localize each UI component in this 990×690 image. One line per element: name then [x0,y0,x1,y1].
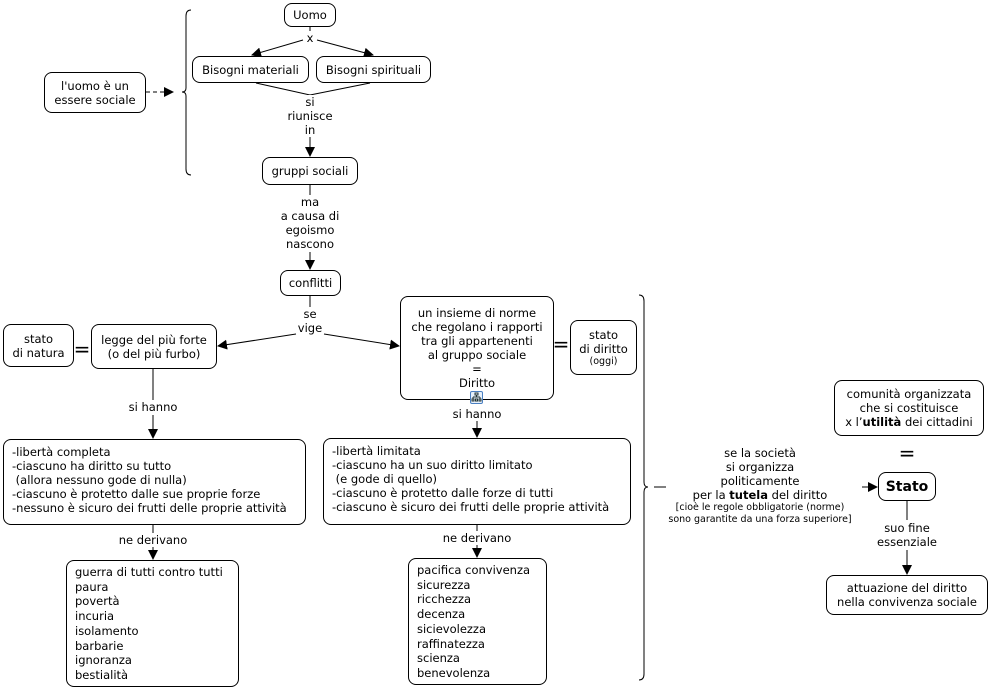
node-diritto[interactable]: un insieme di norme che regolano i rappo… [400,296,554,400]
link-label-ne-derivano: ne derivano [442,531,512,545]
node-uomo[interactable]: Uomo [284,3,336,27]
comunita-post: dei cittadini [901,415,973,429]
link-x-materiali [251,39,304,58]
link-label-ma-causa: ma a causa di egoismo nascono [280,195,340,251]
link-label-suo-fine: suo fine essenziale [877,521,937,549]
comunita-pre: comunità organizzata che si costituisce … [845,387,972,429]
link-legge [217,333,297,350]
link-label-societa: se la società si organizza politicamente… [668,446,851,526]
node-lista-diritto[interactable]: -libertà limitata -ciascuno ha un suo di… [323,438,631,525]
societa-note: [cioè le regole obbligatorie (norme) son… [668,502,852,525]
societa-bold: tutela [729,488,768,502]
node-conseguenze-natura[interactable]: guerra di tutti contro tutti paura pover… [66,560,239,687]
link-label-si-hanno: si hanno [128,400,178,414]
stato-diritto-label: stato di diritto [579,327,628,356]
node-attuazione[interactable]: attuazione del diritto nella convivenza … [826,575,988,615]
equals-sign: = [73,337,91,361]
node-conflitti[interactable]: conflitti [280,270,341,296]
societa-text: se la società si organizza politicamente… [692,446,800,502]
right-brace [638,294,649,681]
node-stato-diritto[interactable]: stato di diritto (oggi) [570,320,637,375]
node-conseguenze-diritto[interactable]: pacifica convivenza sicurezza ricchezza … [408,558,547,685]
link-label-x: x [306,31,314,45]
concept-map-icon[interactable] [470,391,483,404]
stato-diritto-note: (oggi) [589,355,618,367]
node-essere-sociale[interactable]: l'uomo è un essere sociale [44,72,146,113]
node-comunita[interactable]: comunità organizzata che si costituisce … [834,380,984,436]
comunita-bold: utilità [862,415,902,429]
comunita-text: comunità organizzata che si costituisce … [845,387,973,429]
link-materiali-join [255,82,311,96]
link-label-si-hanno: si hanno [452,407,502,421]
node-gruppi-sociali[interactable]: gruppi sociali [262,157,358,185]
node-bisogni-materiali[interactable]: Bisogni materiali [192,56,309,83]
link-x-spirituali [316,39,374,58]
societa-text-end: del diritto [767,488,828,502]
left-brace [181,9,192,176]
node-lista-natura[interactable]: -libertà completa -ciascuno ha diritto s… [3,439,306,525]
node-stato-natura[interactable]: stato di natura [3,324,74,367]
link-diritto [323,333,400,350]
equals-sign: = [898,441,916,465]
node-bisogni-spirituali[interactable]: Bisogni spirituali [316,56,431,83]
link-label-ne-derivano: ne derivano [118,533,188,547]
submap-glyph [471,392,482,402]
link-label-se-vige: se vige [297,307,323,335]
link-label-si-riunisce: si riunisce in [287,95,333,137]
link-spirituali-join [309,82,371,96]
node-legge-piu-forte[interactable]: legge del più forte (o del più furbo) [91,324,217,369]
equals-sign: = [552,332,570,356]
node-stato[interactable]: Stato [878,472,936,501]
